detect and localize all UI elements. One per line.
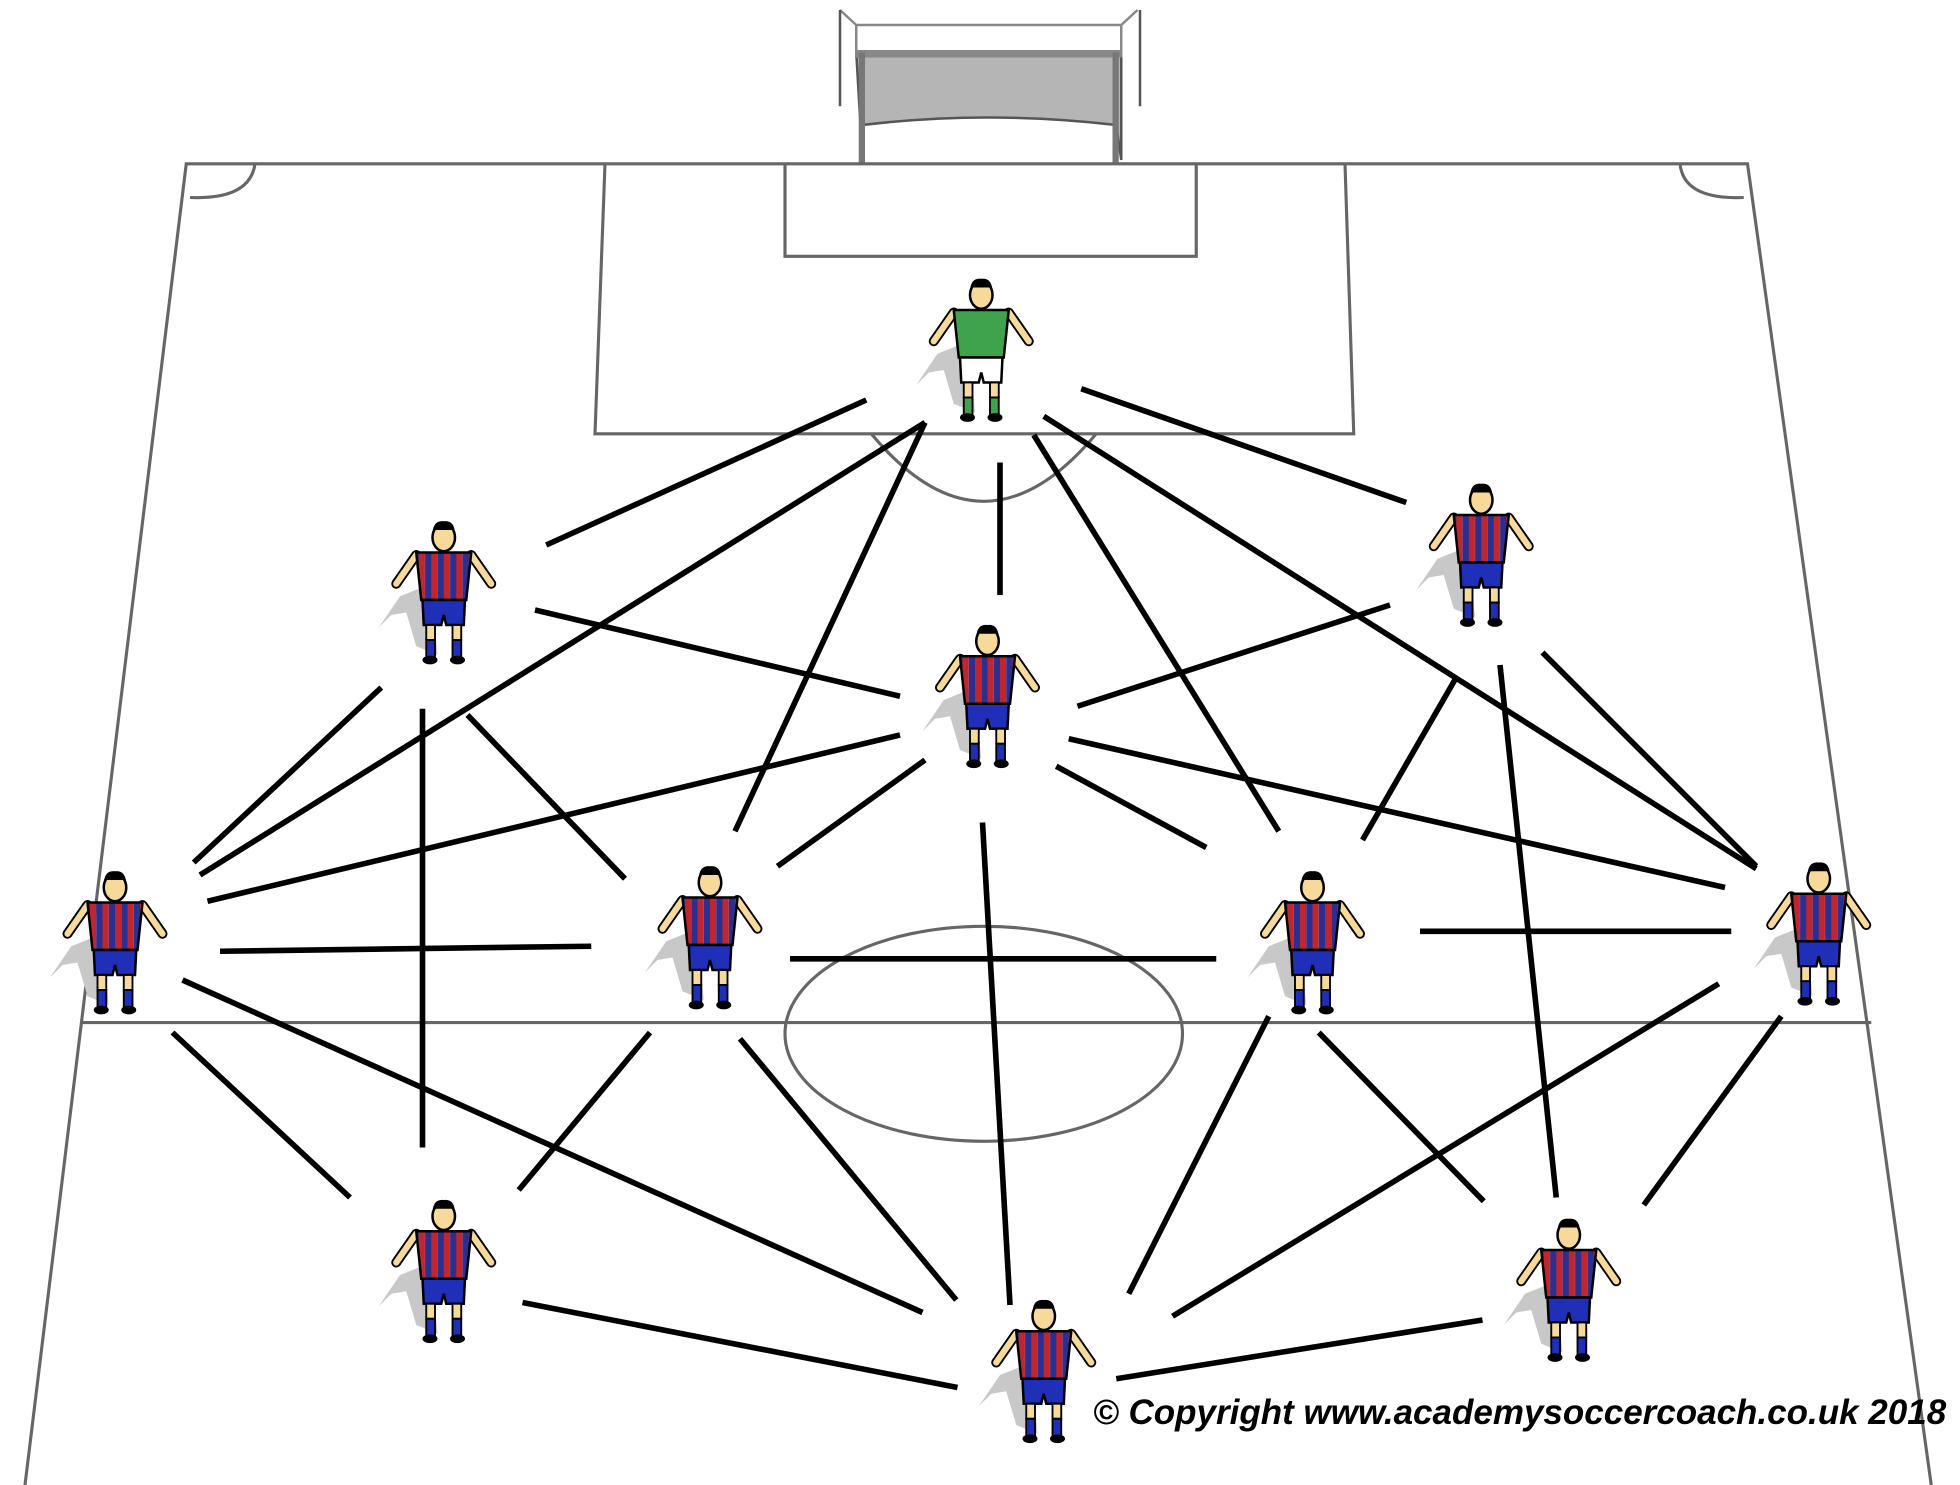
pass-line (1641, 1014, 1784, 1207)
pass-line (1360, 676, 1459, 842)
pass-line (191, 685, 384, 865)
pass-line (1076, 602, 1391, 709)
corner-arc-left (189, 163, 257, 200)
player (1416, 483, 1534, 627)
player (378, 521, 497, 665)
pass-line (1126, 1014, 1272, 1296)
pass-line (1080, 386, 1408, 506)
pass-line (521, 1299, 959, 1391)
six-yard-box (783, 163, 1198, 258)
pass-line (198, 420, 927, 878)
player (1247, 871, 1365, 1015)
pass-line (545, 397, 868, 548)
player (50, 871, 168, 1015)
pass-line (775, 757, 927, 869)
goal (838, 9, 1142, 165)
pass-line (206, 732, 901, 904)
player (922, 624, 1040, 769)
corner-arc-right (1678, 163, 1744, 200)
passing-lines (170, 386, 1784, 1391)
pass-line (1042, 413, 1758, 872)
pass-line (219, 943, 592, 955)
pass-line (1540, 650, 1759, 869)
pass-line (1054, 763, 1208, 850)
pass-line (170, 1030, 352, 1200)
pass-line (516, 1030, 653, 1192)
players (50, 278, 1872, 1444)
pass-line (465, 713, 628, 881)
player (1753, 862, 1872, 1006)
player (645, 866, 763, 1010)
player (1503, 1218, 1622, 1362)
center-circle (783, 924, 1185, 1143)
pitch-markings (23, 162, 1933, 1485)
player (378, 1199, 497, 1344)
pass-line (1068, 736, 1726, 891)
pass-line (732, 421, 928, 833)
pass-line (979, 822, 1013, 1306)
goalkeeper (916, 278, 1034, 422)
pass-line (1171, 981, 1721, 1319)
player (978, 1299, 1097, 1444)
copyright-text: © Copyright www.academysoccercoach.co.uk… (1093, 1393, 1947, 1432)
penalty-arc (870, 432, 1098, 503)
pass-line (737, 1036, 959, 1302)
pass-line (1316, 1030, 1486, 1204)
pass-line (1115, 1317, 1483, 1382)
pitch-outline (23, 162, 1933, 1485)
penalty-box (593, 163, 1356, 436)
pass-line (1031, 433, 1282, 833)
pass-line (534, 607, 901, 699)
